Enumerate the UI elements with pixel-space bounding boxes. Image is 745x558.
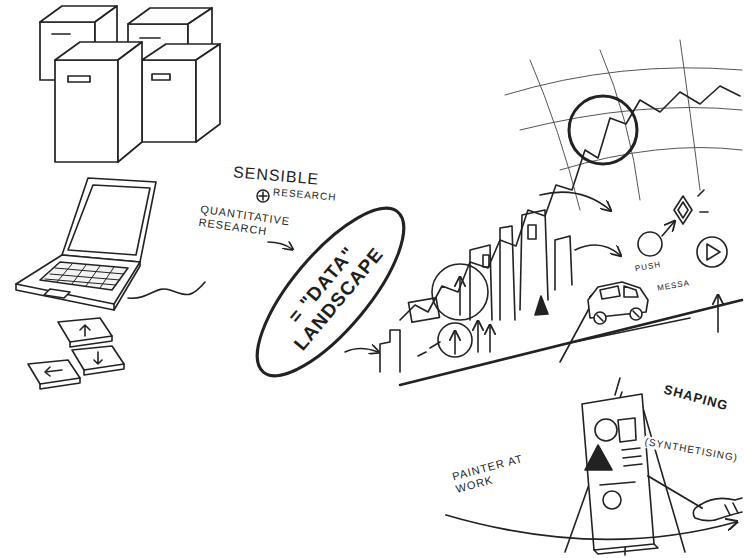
chart-grid-stroke [600,50,640,200]
data-landscape-sketch-stroke [470,245,492,320]
laptop [16,178,205,310]
data-landscape-sketch-stroke [500,226,515,320]
sketch-label: MESSA [655,278,691,294]
data-landscape-sketch-stroke [380,330,400,372]
car [588,282,648,324]
server-boxes-stroke [52,33,70,35]
chart-grid-stroke [680,40,700,190]
sketch-label: SENSIBLE [231,162,321,189]
painter-easel-stroke [725,503,738,515]
chart-grid-stroke [505,68,742,95]
painter-easel-stroke [603,491,621,509]
data-landscape-sketch-stroke [483,255,489,267]
arrow-keys-stroke [58,318,112,342]
sketch-label: (SYNTHETISING) [643,436,740,465]
laptop-stroke [68,185,150,255]
painter-easel-stroke [600,482,635,485]
data-landscape-sketch-stroke [477,322,479,352]
data-landscape-sketch-stroke [400,300,742,385]
data-landscape-sketch-stroke [717,296,719,332]
data-landscape-sketch-stroke [489,326,491,352]
painter-easel-stroke [585,445,612,470]
laptop-stroke [40,262,128,290]
node-text: = "DATA" LANDSCAPE [268,224,391,359]
painter-easel-stroke [446,515,736,539]
painter-easel-stroke [622,448,642,466]
data-landscape-sketch-stroke [438,323,472,357]
research-marks-stroke [268,242,292,249]
server-boxes-stroke [152,74,170,80]
laptop-stroke [62,178,156,262]
data-landscape-sketch-stroke [575,245,620,255]
painter-easel-stroke [615,378,620,395]
arrow-keys-stroke [45,367,62,376]
data-landscape-sketch-stroke [560,318,690,345]
arrow-keys-stroke [72,346,124,370]
arrow-keys-stroke [80,325,90,336]
research-marks-stroke [345,349,378,353]
data-landscape-sketch-stroke [555,236,572,290]
data-landscape-sketch-stroke [698,190,708,212]
painter-easel [446,378,742,555]
sketch-label: PUSH [633,260,662,274]
server-boxes-stroke [55,60,118,162]
painter-easel-stroke [595,419,617,441]
server-boxes-stroke [142,60,196,142]
data-landscape-sketch-stroke [678,202,688,218]
server-boxes-stroke [118,42,142,162]
data-landscape-sketch [380,86,742,385]
arrow-keys-stroke [28,360,80,384]
laptop-stroke [128,282,205,298]
chart-grid [505,40,742,210]
painter-easel-stroke [594,544,658,554]
car-stroke [600,286,620,299]
research-marks-stroke [257,190,269,202]
arrow-keys-stroke [40,378,80,389]
data-landscape-sketch-stroke [707,244,720,260]
sketch-label: QUANTITATIVE RESEARCH [197,203,306,244]
painter-easel-stroke [582,394,654,550]
data-landscape-sketch-stroke [528,225,536,239]
data-landscape-sketch-stroke [418,342,440,356]
data-landscape-sketch-stroke [540,192,610,210]
arrow-keys [28,318,124,389]
arrow-keys-stroke [84,364,124,375]
server-boxes-stroke [68,76,90,82]
server-boxes-stroke [196,44,220,142]
painter-easel-stroke [618,418,636,442]
data-landscape-sketch-stroke [459,278,461,315]
painter-easel-stroke [648,476,702,508]
data-landscape-sketch-stroke [569,96,637,164]
sketch-label: RESEARCH [272,186,338,204]
data-landscape-sketch-stroke [638,232,662,256]
data-landscape-sketch-stroke [520,210,548,310]
data-landscape-sketch-stroke [454,332,456,354]
server-boxes-stroke [140,37,160,39]
data-landscape-sketch-stroke [674,196,692,224]
data-landscape-sketch-stroke [662,222,674,236]
laptop-stroke [44,289,70,298]
painter-easel-stroke [700,498,742,505]
arrow-keys-stroke [70,336,112,347]
data-landscape-sketch-stroke [697,237,727,267]
data-landscape-sketch-stroke [400,86,740,320]
data-landscape-sketch-stroke [535,296,548,315]
data-landscape-sketch-stroke [432,264,488,320]
research-marks-stroke [259,192,267,200]
sketch-label: PAINTER AT WORK [450,450,536,497]
car-stroke [624,286,638,297]
car-stroke [597,311,639,321]
server-boxes [40,6,220,162]
painter-easel-stroke [693,505,715,521]
data-landscape-sketch-stroke [408,298,439,323]
sketch-label: SHAPING [661,381,731,414]
arrow-keys-stroke [94,352,102,364]
laptop-stroke [57,264,114,288]
